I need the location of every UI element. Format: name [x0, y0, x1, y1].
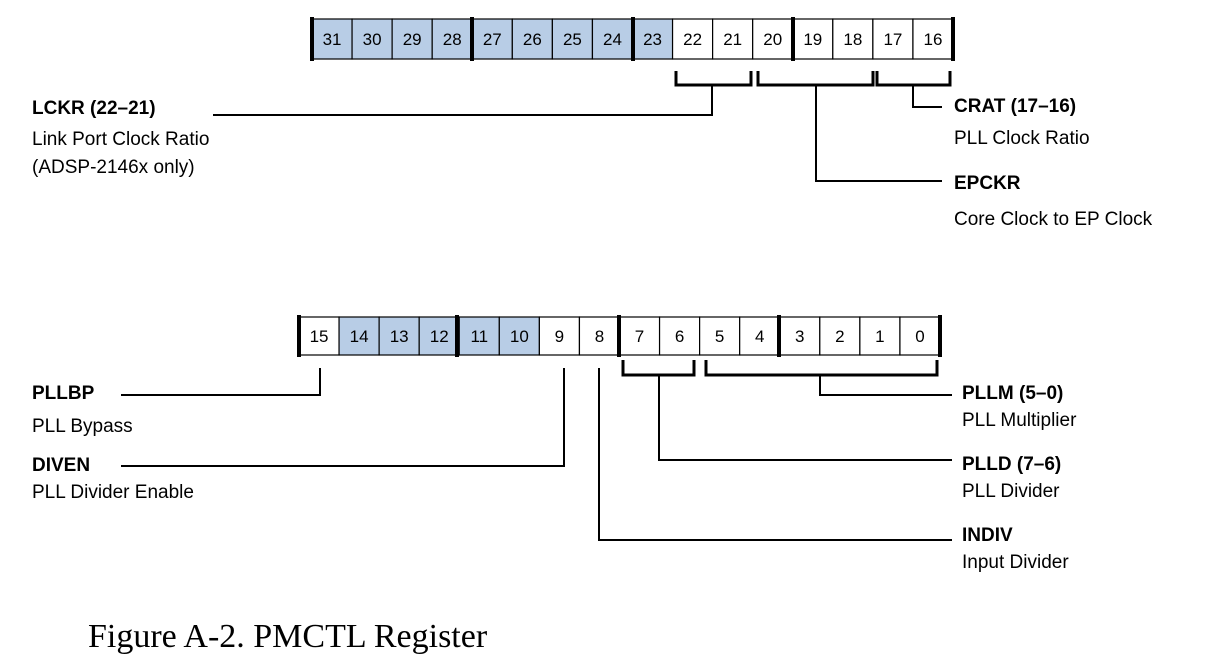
bit-label-11: 11: [470, 327, 488, 346]
bit-label-31: 31: [323, 30, 342, 49]
bit-label-3: 3: [795, 327, 804, 346]
pllbp-leader: [121, 368, 321, 396]
plld-field-description: PLL Divider: [962, 481, 1060, 502]
bit-cell-13: [378, 316, 420, 356]
bit-label-28: 28: [443, 30, 462, 49]
bit-cell-29: [391, 18, 433, 60]
lckr-field-note: (ADSP-2146x only): [32, 157, 195, 178]
upper-field-brackets: [674, 71, 952, 87]
bit-label-13: 13: [390, 327, 409, 346]
bit-label-25: 25: [563, 30, 582, 49]
diven-leader: [121, 368, 565, 467]
bit-cell-21: [712, 18, 754, 60]
epckr-bracket: [756, 71, 875, 87]
bit-label-8: 8: [595, 327, 604, 346]
plld-field-name: PLLD (7–6): [962, 454, 1061, 475]
bit-label-21: 21: [723, 30, 742, 49]
pllm-field-description: PLL Multiplier: [962, 410, 1077, 431]
epckr-leader: [815, 85, 942, 182]
upper-register-dividers: [310, 17, 955, 61]
bit-label-1: 1: [875, 327, 884, 346]
bit-label-22: 22: [683, 30, 702, 49]
lckr-bracket: [674, 71, 753, 87]
crat-field-name: CRAT (17–16): [954, 96, 1076, 117]
diven-field-description: PLL Divider Enable: [32, 482, 194, 503]
bit-label-27: 27: [483, 30, 502, 49]
plld-leader: [658, 375, 952, 461]
bit-label-14: 14: [350, 327, 369, 346]
bit-cell-23: [631, 18, 674, 60]
epckr-field-description: Core Clock to EP Clock: [954, 209, 1153, 230]
bit-cell-5: [699, 316, 741, 356]
bit-label-9: 9: [555, 327, 564, 346]
figure-caption: Figure A-2. PMCTL Register: [88, 618, 488, 655]
epckr-field-name: EPCKR: [954, 173, 1021, 194]
upper-register-bits: 31 30 29 28 27 26 25 24 23 22 21 20 19 18 17 16: [311, 18, 954, 60]
bit-cell-8: [578, 316, 621, 356]
bit-cell-20: [752, 18, 794, 60]
lckr-field-name: LCKR (22–21): [32, 98, 156, 119]
lower-register-dividers: [297, 315, 942, 357]
lower-field-brackets: [621, 360, 939, 377]
bit-label-16: 16: [924, 30, 943, 49]
bit-cell-27: [471, 18, 513, 60]
indiv-field-name: INDIV: [962, 525, 1013, 546]
bit-label-0: 0: [915, 327, 924, 346]
bit-label-29: 29: [403, 30, 422, 49]
bit-label-4: 4: [755, 327, 764, 346]
bit-cell-0: [899, 316, 941, 356]
pllm-bracket: [704, 360, 939, 377]
bit-label-19: 19: [803, 30, 822, 49]
bit-label-23: 23: [643, 30, 662, 49]
bit-cell-4: [739, 316, 781, 356]
pllm-leader: [819, 375, 952, 396]
bit-label-30: 30: [363, 30, 382, 49]
bit-label-6: 6: [675, 327, 684, 346]
bit-label-18: 18: [843, 30, 862, 49]
plld-bracket: [621, 360, 696, 377]
bit-label-17: 17: [883, 30, 902, 49]
bit-label-5: 5: [715, 327, 724, 346]
bit-label-20: 20: [763, 30, 782, 49]
bit-cell-25: [551, 18, 594, 60]
bit-label-15: 15: [310, 327, 329, 346]
crat-leader: [912, 85, 942, 108]
pllbp-field-description: PLL Bypass: [32, 416, 133, 437]
upper-leader-lines: [213, 85, 942, 182]
lower-leader-lines: [121, 368, 952, 541]
lckr-leader: [213, 85, 713, 116]
bit-cell-30: [351, 18, 393, 60]
crat-bracket: [875, 71, 952, 87]
diven-field-name: DIVEN: [32, 455, 90, 476]
bit-cell-14: [338, 316, 380, 356]
pllm-field-name: PLLM (5–0): [962, 383, 1063, 404]
crat-field-description: PLL Clock Ratio: [954, 128, 1090, 149]
bit-label-10: 10: [510, 327, 529, 346]
pllbp-field-name: PLLBP: [32, 383, 95, 404]
bit-cell-18: [832, 18, 874, 60]
bit-cell-19: [792, 18, 834, 60]
bit-cell-11: [458, 316, 500, 356]
indiv-field-description: Input Divider: [962, 552, 1069, 573]
bit-label-7: 7: [635, 327, 644, 346]
bit-label-26: 26: [523, 30, 542, 49]
bit-label-12: 12: [430, 327, 449, 346]
lckr-field-description: Link Port Clock Ratio: [32, 129, 209, 150]
bit-label-2: 2: [835, 327, 844, 346]
bit-label-24: 24: [603, 30, 622, 49]
indiv-leader: [598, 368, 952, 541]
bit-cell-24: [591, 18, 634, 60]
